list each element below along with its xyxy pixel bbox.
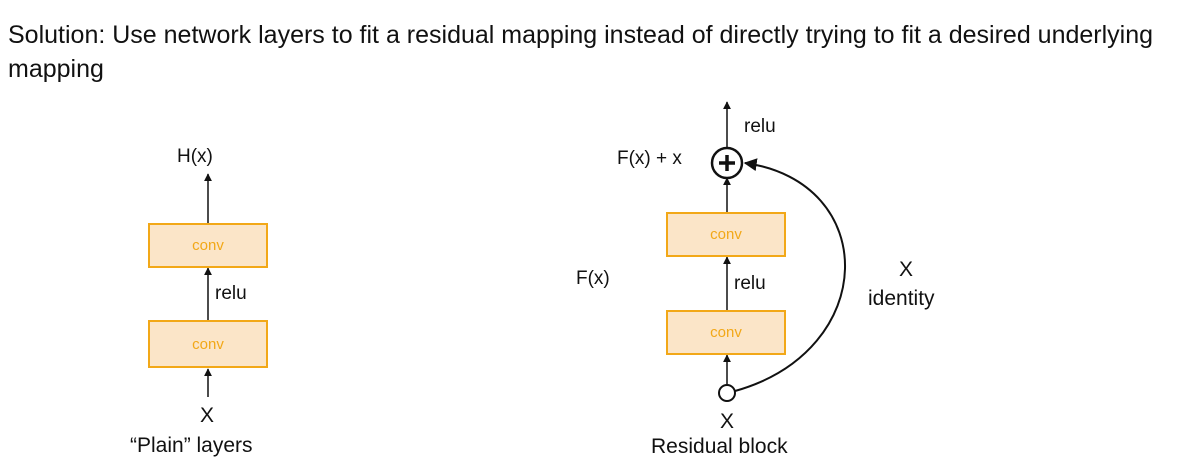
shortcut-origin-node xyxy=(718,384,736,402)
shortcut-sublabel: identity xyxy=(868,287,935,310)
residual-sum-label: F(x) + x xyxy=(617,148,682,169)
residual-input-label: X xyxy=(720,410,735,433)
plain-caption: “Plain” layers xyxy=(130,434,253,457)
plain-input-label: X xyxy=(200,404,215,427)
shortcut-label: X xyxy=(899,258,914,281)
plain-output-label: H(x) xyxy=(177,146,213,167)
identity-shortcut-arc xyxy=(734,158,846,392)
residual-output-activation-label: relu xyxy=(744,116,776,137)
slide-heading: Solution: Use network layers to fit a re… xyxy=(8,21,1154,83)
residual-branch-label: F(x) xyxy=(576,268,610,289)
residual-bottom-conv-box: conv xyxy=(666,310,786,355)
residual-top-conv-box: conv xyxy=(666,212,786,257)
plain-bottom-conv-box: conv xyxy=(148,320,268,368)
addition-node xyxy=(710,146,744,180)
residual-activation-label: relu xyxy=(734,273,766,294)
plain-top-conv-box: conv xyxy=(148,223,268,268)
plain-activation-label: relu xyxy=(215,283,247,304)
residual-caption: Residual block xyxy=(651,435,788,458)
